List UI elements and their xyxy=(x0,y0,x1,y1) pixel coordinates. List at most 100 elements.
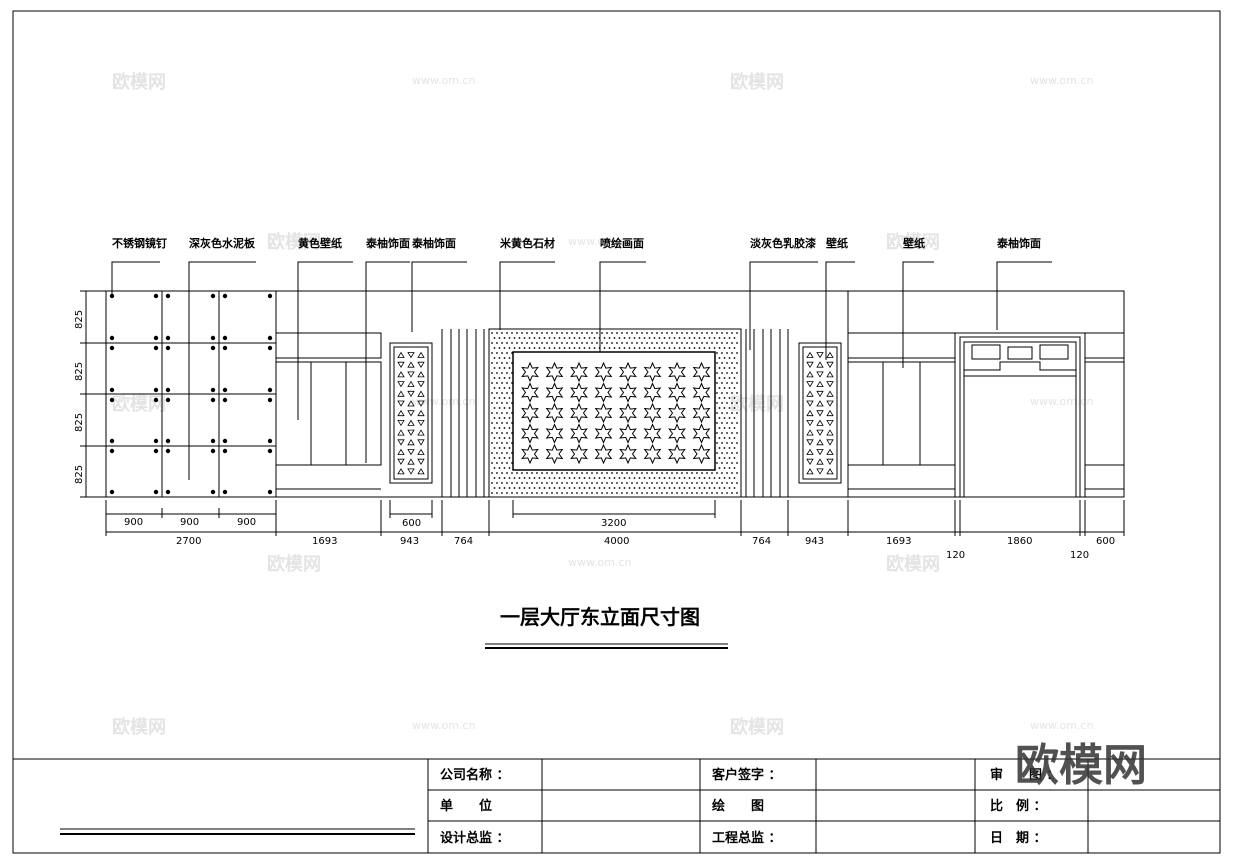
stone-texture-dot xyxy=(731,392,733,394)
stone-texture-dot xyxy=(573,337,576,339)
stone-texture-dot xyxy=(541,492,543,494)
stone-texture-dot xyxy=(728,337,731,339)
watermark-url: www.om.cn xyxy=(568,235,631,248)
stone-texture-dot xyxy=(718,407,721,409)
stone-texture-dot xyxy=(726,442,728,444)
stone-texture-dot xyxy=(656,492,658,494)
triangle-motif xyxy=(397,448,405,455)
horizontal-dimension-lines xyxy=(105,500,1125,536)
stone-texture-dot xyxy=(691,342,693,344)
dim-main-12: 600 xyxy=(1096,536,1115,547)
triangle-motif xyxy=(407,458,415,465)
dim-main-2: 1693 xyxy=(312,536,337,547)
stone-texture-dot xyxy=(551,342,553,344)
stone-texture-dot xyxy=(716,342,718,344)
stone-texture-dot xyxy=(733,347,736,349)
stone-texture-dot xyxy=(733,447,736,449)
stone-texture-dot xyxy=(606,492,608,494)
stone-texture-dot xyxy=(503,487,506,489)
stone-texture-dot xyxy=(656,332,658,334)
steel-nail-dot xyxy=(222,387,228,393)
triangle-motif xyxy=(417,390,425,397)
stone-texture-dot xyxy=(686,342,688,344)
stone-texture-dot xyxy=(666,332,668,334)
stone-texture-dot xyxy=(586,482,588,484)
stone-texture-dot xyxy=(506,382,508,384)
stone-texture-dot xyxy=(726,432,728,434)
stone-texture-dot xyxy=(596,332,598,334)
stone-texture-dot xyxy=(508,337,511,339)
star-motif xyxy=(570,402,588,424)
steel-nail-dot xyxy=(153,438,159,444)
stone-texture-dot xyxy=(491,402,493,404)
stone-texture-dot xyxy=(606,472,608,474)
triangle-motif xyxy=(806,468,814,475)
stone-texture-dot xyxy=(728,377,731,379)
stone-texture-dot xyxy=(676,332,678,334)
star-motif xyxy=(692,361,711,383)
stone-texture-dot xyxy=(626,332,628,334)
triangle-motif xyxy=(397,468,405,475)
star-motif xyxy=(692,423,711,444)
stone-texture-dot xyxy=(503,347,506,349)
stone-texture-dot xyxy=(728,437,731,439)
stone-texture-dot xyxy=(526,332,528,334)
stone-texture-dot xyxy=(681,332,683,334)
stone-texture-dot xyxy=(718,427,721,429)
stone-texture-dot xyxy=(628,347,631,349)
stone-texture-dot xyxy=(663,337,666,339)
stone-texture-dot xyxy=(726,472,728,474)
stone-texture-dot xyxy=(676,482,678,484)
stone-texture-dot xyxy=(593,477,596,479)
stone-texture-dot xyxy=(721,432,723,434)
stone-texture-dot xyxy=(686,332,688,334)
stone-texture-dot xyxy=(593,487,596,489)
steel-nail-dot xyxy=(165,448,171,454)
stone-texture-dot xyxy=(496,412,498,414)
callout-wallpaper-1: 壁纸 xyxy=(826,236,848,250)
stone-texture-dot xyxy=(506,442,508,444)
stone-texture-dot xyxy=(736,482,738,484)
stone-texture-dot xyxy=(716,472,718,474)
stone-texture-dot xyxy=(711,332,713,334)
star-motif xyxy=(570,423,588,444)
triangle-motif xyxy=(816,449,824,456)
stone-texture-dot xyxy=(676,492,678,494)
stone-texture-dot xyxy=(576,332,578,334)
stone-texture-dot xyxy=(726,332,728,334)
stone-texture-dot xyxy=(733,387,736,389)
stone-texture-dot xyxy=(528,477,531,479)
stone-texture-dot xyxy=(583,487,586,489)
stone-texture-dot xyxy=(496,462,498,464)
stone-texture-dot xyxy=(681,492,683,494)
stone-texture-dot xyxy=(648,337,651,339)
callout-teak-1: 泰柚饰面 xyxy=(365,236,410,250)
stone-texture-dot xyxy=(708,347,711,349)
stone-texture-dot xyxy=(518,347,521,349)
stone-texture-dot xyxy=(721,452,723,454)
star-motif xyxy=(668,361,686,383)
triangle-motif xyxy=(407,380,415,388)
stone-texture-dot xyxy=(501,442,503,444)
stone-texture-dot xyxy=(541,482,543,484)
stone-texture-dot xyxy=(501,412,503,414)
stone-texture-dot xyxy=(646,472,648,474)
stone-texture-dot xyxy=(643,347,646,349)
star-motif xyxy=(619,423,637,444)
stone-texture-dot xyxy=(736,382,738,384)
steel-nail-dot xyxy=(165,387,171,393)
stone-texture-dot xyxy=(501,342,503,344)
stone-texture-dot xyxy=(493,487,496,489)
stone-texture-dot xyxy=(611,472,613,474)
steel-nail-dot xyxy=(165,335,171,341)
stone-texture-dot xyxy=(728,457,731,459)
stone-texture-dot xyxy=(606,482,608,484)
stone-texture-dot xyxy=(626,342,628,344)
stone-texture-dot xyxy=(571,482,573,484)
stone-texture-dot xyxy=(736,352,738,354)
steel-nail-dot xyxy=(222,335,228,341)
star-motif xyxy=(570,361,588,383)
stone-texture-dot xyxy=(491,432,493,434)
star-motif xyxy=(594,423,613,444)
stone-texture-dot xyxy=(663,347,666,349)
